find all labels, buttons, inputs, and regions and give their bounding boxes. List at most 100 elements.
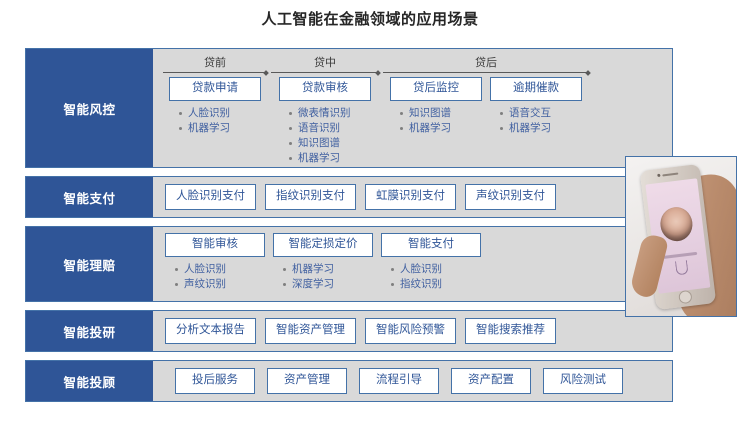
phase-pre-loan: 贷前 贷款申请 人脸识别 机器学习 <box>161 54 269 163</box>
tag-label: 机器学习 <box>292 262 334 275</box>
list-item: 机器学习 <box>277 262 373 277</box>
card-overdue-collection: 逾期催款 语音交互 机器学习 <box>490 77 582 136</box>
bullet-dot-icon <box>500 111 503 115</box>
row-body-smart-payment: 人脸识别支付 指纹识别支付 虹膜识别支付 声纹识别支付 <box>153 177 672 217</box>
chip-asset-management[interactable]: 资产管理 <box>267 368 347 394</box>
row-label-risk-control: 智能风控 <box>26 49 153 167</box>
chip-smart-review[interactable]: 智能审核 <box>165 233 265 257</box>
list-item: 知识图谱 <box>283 136 371 151</box>
chip-risk-assessment[interactable]: 风险测试 <box>543 368 623 394</box>
tag-list-smart-loss-assessment: 机器学习 深度学习 <box>273 262 373 292</box>
chip-smart-loss-assessment[interactable]: 智能定损定价 <box>273 233 373 257</box>
chip-text-report-analysis[interactable]: 分析文本报告 <box>165 318 256 344</box>
page-title: 人工智能在金融领域的应用场景 <box>261 11 479 28</box>
tag-list-overdue-collection: 语音交互 机器学习 <box>490 106 582 136</box>
row-body-smart-claims: 智能审核 人脸识别 声纹识别 智能定损定价 机器学习 深度学习 智能支付 <box>153 227 672 301</box>
card-loan-review: 贷款审核 微表情识别 语音识别 知识图谱 机器学习 <box>279 77 371 167</box>
chip-smart-risk-alert[interactable]: 智能风险预警 <box>365 318 456 344</box>
bullet-dot-icon <box>500 126 503 130</box>
chip-face-recognition-payment[interactable]: 人脸识别支付 <box>165 184 256 210</box>
list-item: 语音交互 <box>494 106 582 121</box>
list-item: 微表情识别 <box>283 106 371 121</box>
chip-voiceprint-payment[interactable]: 声纹识别支付 <box>465 184 556 210</box>
tag-list-post-loan-monitor: 知识图谱 机器学习 <box>390 106 482 136</box>
list-item: 人脸识别 <box>385 262 481 277</box>
bullet-dot-icon <box>175 282 178 286</box>
tag-list-smart-review: 人脸识别 声纹识别 <box>165 262 265 292</box>
bullet-dot-icon <box>289 142 292 146</box>
tag-list-smart-payment: 人脸识别 指纹识别 <box>381 262 481 292</box>
tag-label: 机器学习 <box>298 152 340 165</box>
row-risk-control: 智能风控 贷前 贷款申请 人脸识别 机器学习 <box>25 48 673 168</box>
chip-post-loan-monitor[interactable]: 贷后监控 <box>390 77 482 101</box>
phase-head-in-loan: 贷中 <box>314 57 336 69</box>
list-item: 深度学习 <box>277 277 373 292</box>
chip-smart-asset-management[interactable]: 智能资产管理 <box>265 318 356 344</box>
phone-front-camera-icon <box>657 173 661 178</box>
face-recognition-oval-icon <box>658 205 695 243</box>
phone-speaker-icon <box>662 172 679 177</box>
bullet-dot-icon <box>391 267 394 271</box>
list-item: 语音识别 <box>283 121 371 136</box>
chip-post-investment-service[interactable]: 投后服务 <box>175 368 255 394</box>
chip-asset-allocation[interactable]: 资产配置 <box>451 368 531 394</box>
bullet-dot-icon <box>400 126 403 130</box>
row-smart-payment: 智能支付 人脸识别支付 指纹识别支付 虹膜识别支付 声纹识别支付 <box>25 176 673 218</box>
bullet-dot-icon <box>179 111 182 115</box>
card-smart-review: 智能审核 人脸识别 声纹识别 <box>165 233 265 292</box>
phase-rule-pre-loan <box>163 72 267 73</box>
card-smart-payment: 智能支付 人脸识别 指纹识别 <box>381 233 481 292</box>
row-label-smart-advisory: 智能投顾 <box>26 361 153 401</box>
list-item: 人脸识别 <box>169 262 265 277</box>
tag-label: 知识图谱 <box>298 137 340 150</box>
phase-rule-post-loan <box>383 72 589 73</box>
tag-label: 语音交互 <box>509 106 551 119</box>
chip-smart-search-recommend[interactable]: 智能搜索推荐 <box>465 318 556 344</box>
card-smart-loss-assessment: 智能定损定价 机器学习 深度学习 <box>273 233 373 292</box>
row-label-smart-payment: 智能支付 <box>26 177 153 217</box>
card-loan-application: 贷款申请 人脸识别 机器学习 <box>169 77 261 136</box>
screen-caption-placeholder <box>663 251 698 259</box>
list-item: 机器学习 <box>394 121 482 136</box>
row-label-smart-claims: 智能理赔 <box>26 227 153 301</box>
chip-overdue-collection[interactable]: 逾期催款 <box>490 77 582 101</box>
row-smart-research: 智能投研 分析文本报告 智能资产管理 智能风险预警 智能搜索推荐 <box>25 310 673 352</box>
tag-label: 知识图谱 <box>409 106 451 119</box>
bullet-dot-icon <box>175 267 178 271</box>
row-label-smart-research: 智能投研 <box>26 311 153 351</box>
chip-loan-review[interactable]: 贷款审核 <box>279 77 371 101</box>
bullet-dot-icon <box>289 126 292 130</box>
tag-label: 人脸识别 <box>400 262 442 275</box>
chip-process-guidance[interactable]: 流程引导 <box>359 368 439 394</box>
tag-label: 指纹识别 <box>400 277 442 290</box>
list-item: 指纹识别 <box>385 277 481 292</box>
tag-label: 声纹识别 <box>184 277 226 290</box>
tag-label: 语音识别 <box>298 121 340 134</box>
phone-home-button-icon <box>678 289 693 305</box>
card-post-loan-monitor: 贷后监控 知识图谱 机器学习 <box>390 77 482 136</box>
row-body-smart-research: 分析文本报告 智能资产管理 智能风险预警 智能搜索推荐 <box>153 311 672 351</box>
bullet-dot-icon <box>289 157 292 161</box>
tag-label: 人脸识别 <box>184 262 226 275</box>
tag-label: 机器学习 <box>409 121 451 134</box>
list-item: 人脸识别 <box>173 106 261 121</box>
list-item: 知识图谱 <box>394 106 482 121</box>
chip-loan-application[interactable]: 贷款申请 <box>169 77 261 101</box>
row-smart-claims: 智能理赔 智能审核 人脸识别 声纹识别 智能定损定价 机器学习 深度学习 <box>25 226 673 302</box>
list-item: 机器学习 <box>494 121 582 136</box>
phase-in-loan: 贷中 贷款审核 微表情识别 语音识别 知识图谱 机器学习 <box>269 54 381 164</box>
chip-iris-payment[interactable]: 虹膜识别支付 <box>365 184 456 210</box>
chip-smart-payment[interactable]: 智能支付 <box>381 233 481 257</box>
tag-label: 机器学习 <box>188 121 230 134</box>
tag-label: 人脸识别 <box>188 106 230 119</box>
bullet-dot-icon <box>283 282 286 286</box>
bullet-dot-icon <box>391 282 394 286</box>
phase-head-post-loan: 贷后 <box>475 57 497 69</box>
bullet-dot-icon <box>283 267 286 271</box>
bullet-dot-icon <box>400 111 403 115</box>
tag-label: 深度学习 <box>292 277 334 290</box>
phase-post-loan: 贷后 贷后监控 知识图谱 机器学习 逾期催款 <box>381 54 591 163</box>
chip-fingerprint-payment[interactable]: 指纹识别支付 <box>265 184 356 210</box>
row-body-smart-advisory: 投后服务 资产管理 流程引导 资产配置 风险测试 <box>153 361 672 401</box>
